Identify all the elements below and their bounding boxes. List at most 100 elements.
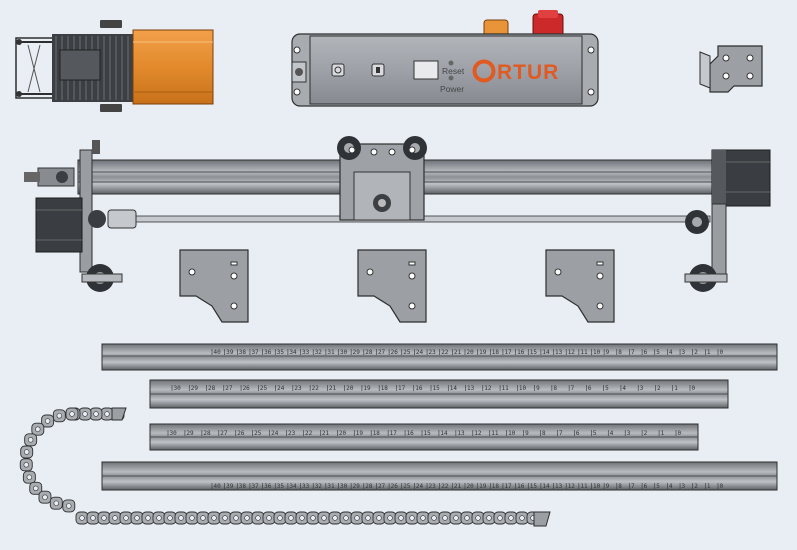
- chain-link-pin: [23, 449, 30, 455]
- scale-number: 39: [226, 483, 234, 490]
- scale-number: 40: [214, 483, 222, 490]
- scale-number: 15: [424, 430, 432, 437]
- scale-number: 1: [707, 349, 711, 356]
- chain-link-pin: [145, 515, 151, 521]
- chain-link-pin: [33, 485, 39, 492]
- chain-link-pin: [288, 515, 294, 521]
- chain-link-pin: [123, 515, 129, 521]
- scale-number: 20: [467, 349, 475, 356]
- chain-link-pin: [167, 515, 173, 521]
- chain-link-pin: [464, 515, 470, 521]
- scale-number: 25: [254, 430, 262, 437]
- scale-number: 27: [378, 483, 386, 490]
- scale-number: 33: [302, 483, 310, 490]
- scale-number: 10: [508, 430, 516, 437]
- emergency-stop-icon: [532, 10, 564, 37]
- scale-number: 2: [644, 430, 648, 437]
- scale-number: 26: [243, 385, 251, 392]
- scale-number: 2: [694, 483, 698, 490]
- scale-number: 1: [661, 430, 665, 437]
- scale-number: 5: [593, 430, 597, 437]
- scale-number: 23: [294, 385, 302, 392]
- chain-link-pin: [66, 503, 72, 509]
- scale-number: 5: [656, 349, 660, 356]
- scale-number: 8: [618, 349, 622, 356]
- scale-number: 8: [542, 430, 546, 437]
- scale-number: 39: [226, 349, 234, 356]
- scale-number: 18: [492, 349, 500, 356]
- scale-number: 28: [203, 430, 211, 437]
- reset-label: Reset: [442, 66, 465, 76]
- scale-number: 10: [519, 385, 527, 392]
- chain-link-pin: [134, 515, 140, 521]
- scale-number: 23: [288, 430, 296, 437]
- chain-link-pin: [222, 515, 228, 521]
- scale-number: 21: [322, 430, 330, 437]
- chain-link-pin: [475, 515, 481, 521]
- chain-link-pin: [26, 474, 33, 480]
- scale-number: 28: [365, 483, 373, 490]
- stepper-motor-icon: [35, 197, 83, 253]
- scale-number: 15: [530, 483, 538, 490]
- scale-number: 7: [631, 349, 635, 356]
- scale-number: 20: [339, 430, 347, 437]
- scale-number: 31: [327, 349, 335, 356]
- chain-link-pin: [53, 500, 59, 506]
- corner-bracket-icon: [357, 249, 427, 323]
- controller-box-icon: Reset Power RTUR: [291, 10, 599, 107]
- scale-number: 14: [542, 349, 550, 356]
- scale-number: 0: [692, 385, 696, 392]
- chain-link-pin: [310, 515, 316, 521]
- scale-number: 23: [429, 483, 437, 490]
- scale-number: 22: [441, 483, 449, 490]
- scale-number: 6: [644, 349, 648, 356]
- scale-number: 27: [220, 430, 228, 437]
- scale-number: 3: [682, 349, 686, 356]
- cable-chain-icon: [19, 407, 551, 527]
- scale-number: 17: [390, 430, 398, 437]
- scale-number: 3: [682, 483, 686, 490]
- chain-link-pin: [409, 515, 415, 521]
- scale-number: 21: [329, 385, 337, 392]
- chain-link-pin: [156, 515, 162, 521]
- scale-number: 7: [559, 430, 563, 437]
- chain-link-pin: [497, 515, 503, 521]
- scale-number: 26: [391, 483, 399, 490]
- scale-number: 34: [289, 349, 297, 356]
- scale-number: 6: [644, 483, 648, 490]
- chain-link-pin: [266, 515, 272, 521]
- chain-link-pin: [211, 515, 217, 521]
- scale-number: 36: [264, 483, 272, 490]
- scale-number: 24: [416, 349, 424, 356]
- scale-number: 29: [191, 385, 199, 392]
- chain-link-pin: [82, 411, 88, 417]
- scale-number: 9: [606, 349, 610, 356]
- chain-link-pin: [42, 494, 48, 500]
- scale-number: 27: [225, 385, 233, 392]
- chain-link-pin: [23, 462, 29, 468]
- scale-number: 32: [315, 349, 323, 356]
- scale-number: 2: [694, 349, 698, 356]
- scale-number: 9: [606, 483, 610, 490]
- scale-number: 12: [568, 483, 576, 490]
- scale-number: 35: [277, 349, 285, 356]
- chain-link-pin: [189, 515, 195, 521]
- chain-link-pin: [343, 515, 349, 521]
- scale-number: 4: [622, 385, 626, 392]
- scale-number: 16: [517, 349, 525, 356]
- scale-number: 0: [678, 430, 682, 437]
- chain-link-pin: [299, 515, 305, 521]
- scale-number: 14: [542, 483, 550, 490]
- scale-number: 7: [631, 483, 635, 490]
- scale-number: 19: [479, 483, 487, 490]
- scale-number: 24: [271, 430, 279, 437]
- corner-bracket-icon: [179, 249, 249, 323]
- scale-number: 8: [618, 483, 622, 490]
- chain-link-pin: [79, 515, 85, 521]
- chain-link-pin: [354, 515, 360, 521]
- chain-link-pin: [442, 515, 448, 521]
- scale-number: 9: [536, 385, 540, 392]
- chain-link-pin: [332, 515, 338, 521]
- chain-link-pin: [365, 515, 371, 521]
